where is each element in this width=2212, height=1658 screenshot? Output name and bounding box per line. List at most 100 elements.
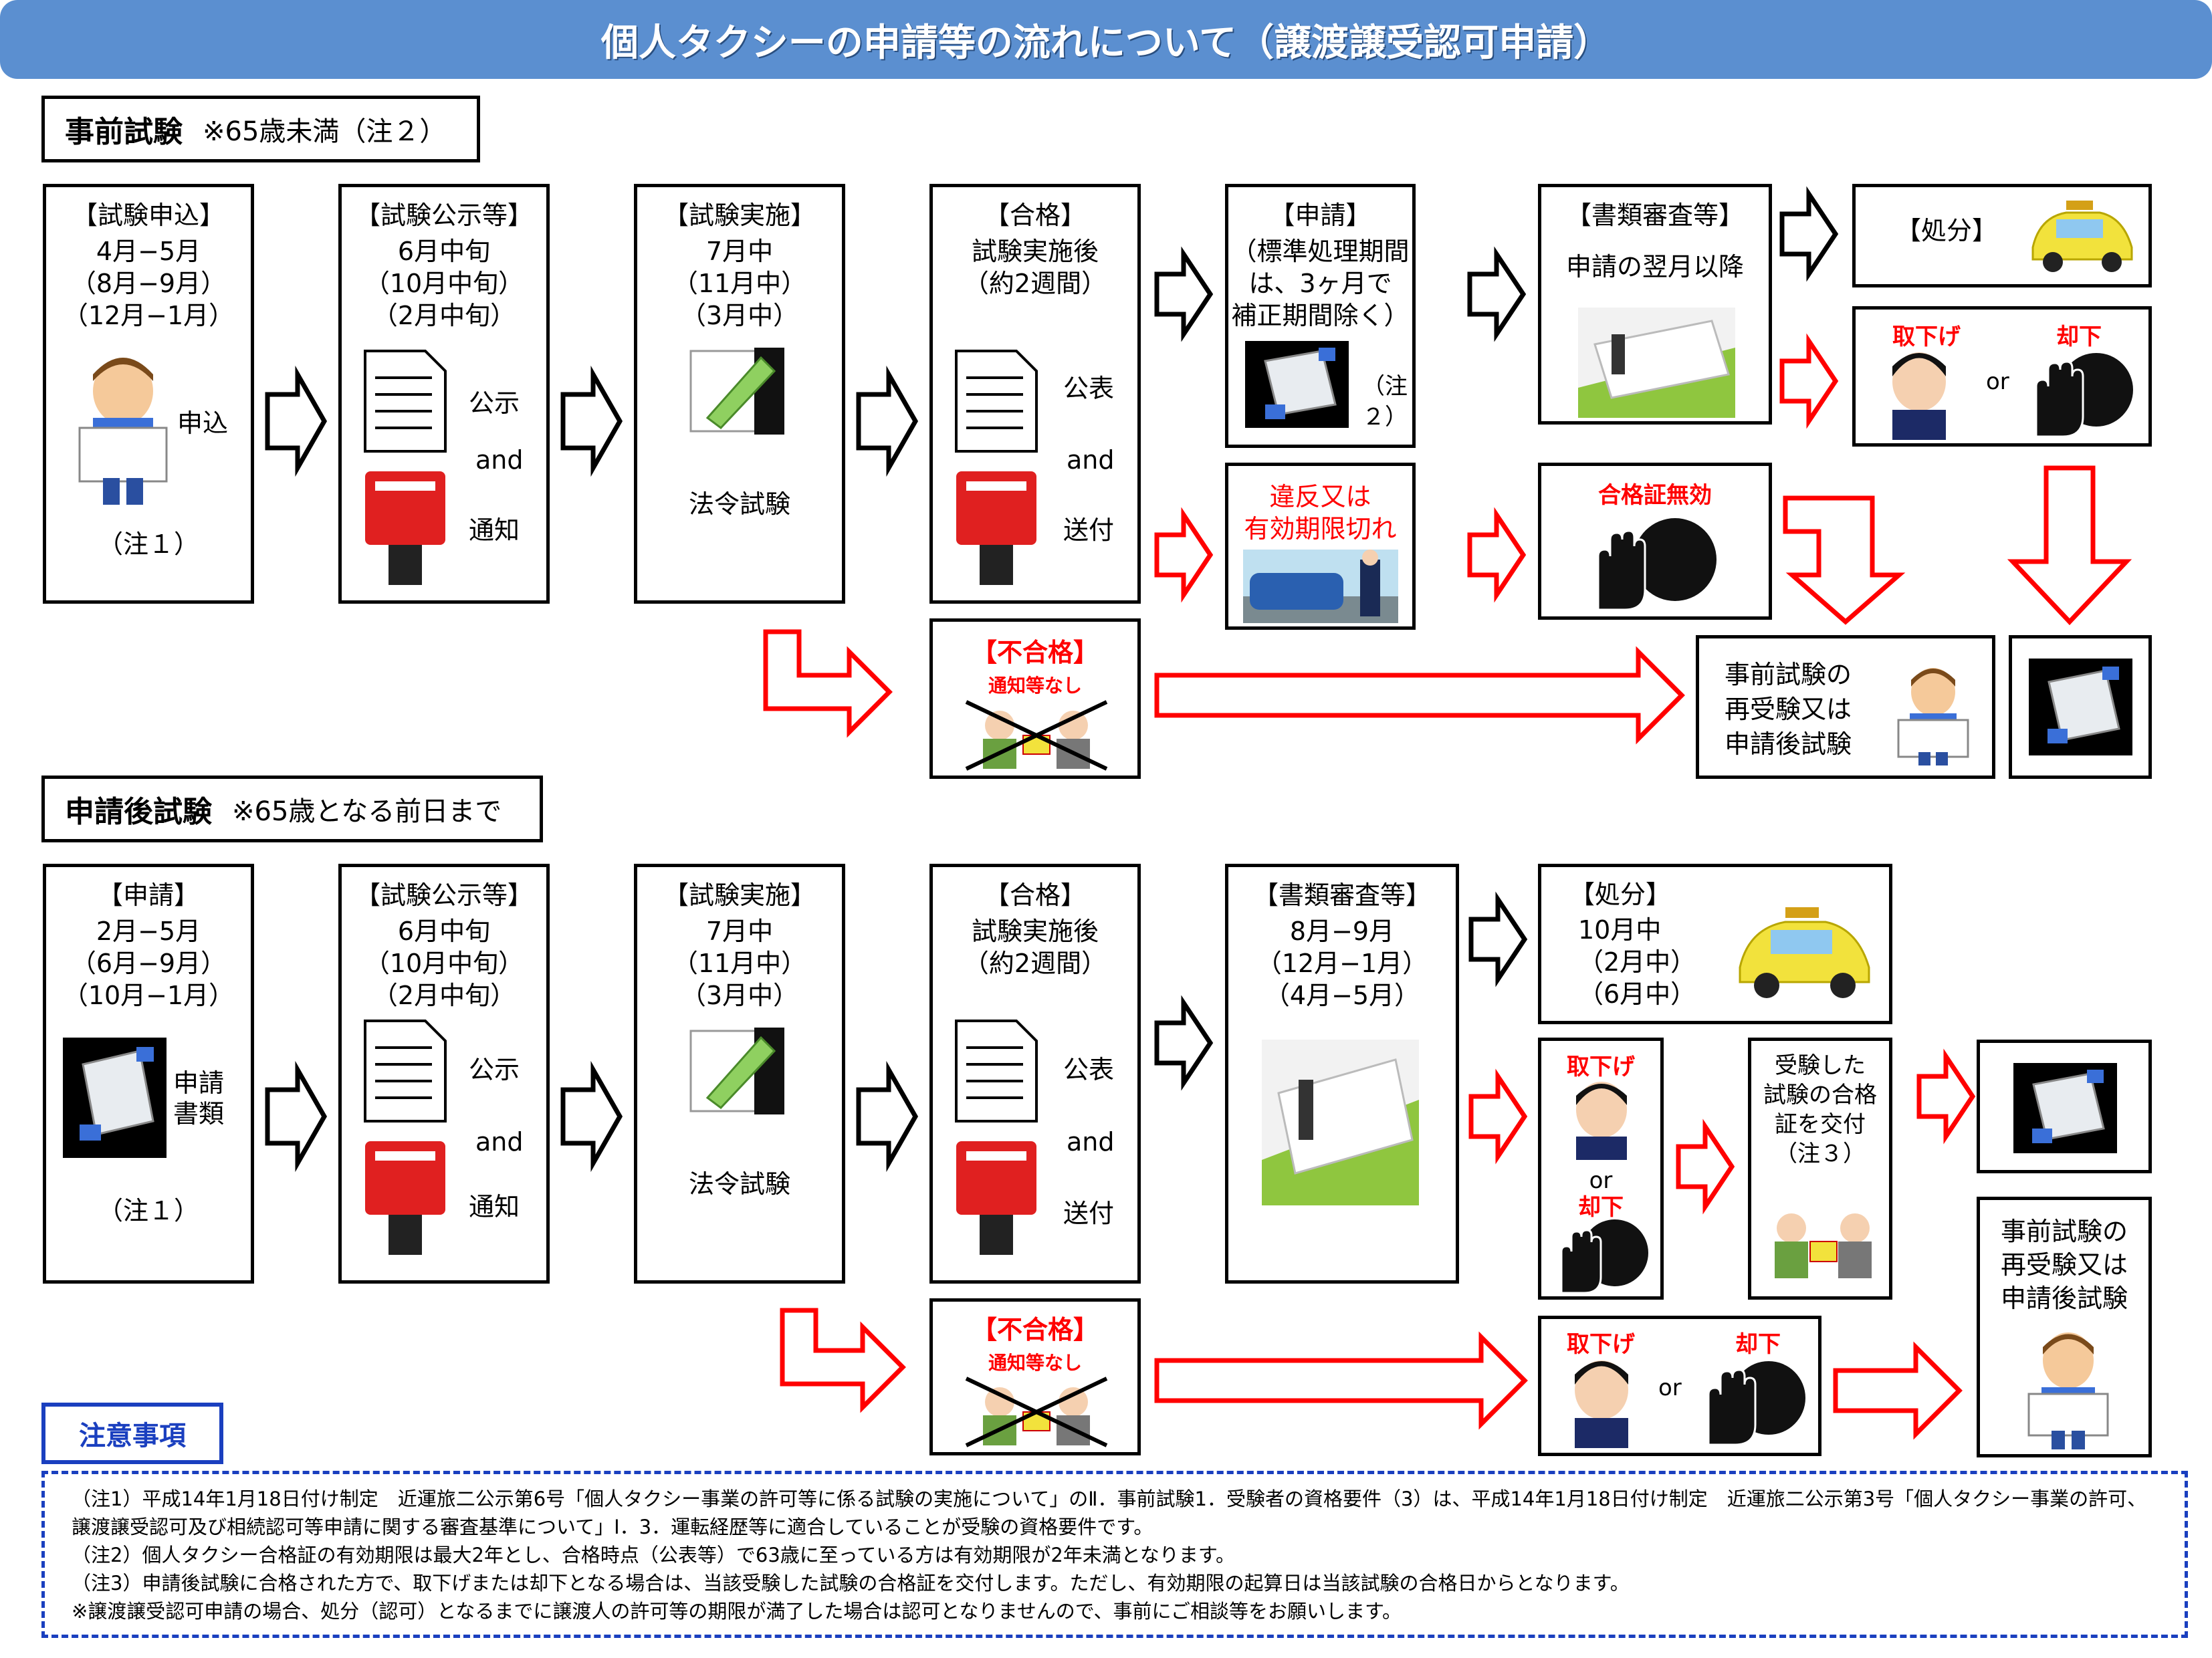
document-icon bbox=[955, 350, 1038, 453]
s1-box-pass-and: and bbox=[1067, 445, 1115, 475]
stop-hand-icon bbox=[1560, 1219, 1648, 1294]
arrow-right-icon bbox=[265, 1060, 328, 1173]
s1-box-exam-dates: 7月中 （11月中） （3月中） bbox=[672, 237, 807, 330]
arrow-right-icon bbox=[1467, 246, 1527, 342]
s2-box-notice-title: 【試験公示等】 bbox=[354, 880, 533, 910]
arrow-right-icon bbox=[265, 365, 328, 477]
s1-box-pass-dates: 試験実施後 （約2週間） bbox=[963, 237, 1107, 298]
red-arrow-right-icon bbox=[1154, 507, 1214, 603]
section2-header: 申請後試験 ※65歳となる前日まで bbox=[41, 776, 543, 842]
s1-box-withdraw-reject: 取下げ 却下 or bbox=[1852, 306, 2152, 447]
red-arrow-down-icon bbox=[2007, 465, 2132, 626]
apologizing-man-icon bbox=[1576, 1082, 1627, 1160]
s2-box-application: 【申請】 2月−5月 （6月−9月） （10月−1月） 申請 書類 （注１） bbox=[43, 864, 254, 1284]
arrow-right-icon bbox=[1779, 186, 1839, 282]
red-long-arrow-right-icon bbox=[1154, 646, 1685, 745]
s1-box-exam-title: 【試験実施】 bbox=[663, 201, 816, 230]
stop-hand-icon bbox=[1707, 1361, 1805, 1446]
s1-box-exam-caption: 法令試験 bbox=[688, 489, 790, 519]
s2-box-exam-caption: 法令試験 bbox=[688, 1169, 790, 1199]
s1-box-violation: 違反又は 有効期限切れ bbox=[1225, 463, 1416, 630]
s2-box-exam: 【試験実施】 7月中 （11月中） （3月中） 法令試験 bbox=[634, 864, 845, 1284]
s1-box-apply-dates: 4月−5月 （8月−9月） （12月−1月） bbox=[62, 237, 235, 330]
s2-box-form bbox=[1977, 1040, 2152, 1173]
arrow-right-icon bbox=[1154, 246, 1214, 342]
red-arrow-right-icon bbox=[1467, 507, 1527, 603]
red-arrow-right-icon bbox=[1833, 1341, 1963, 1440]
arrow-right-icon bbox=[856, 365, 919, 477]
s2-box-notice-and: and bbox=[475, 1127, 524, 1157]
arrow-right-icon bbox=[560, 365, 623, 477]
section1-note: ※65歳未満（注２） bbox=[203, 116, 447, 147]
s2-reject-bottom: 却下 bbox=[1578, 1194, 1624, 1221]
application-form-icon bbox=[2029, 659, 2132, 755]
s2-withdraw-or: or bbox=[1589, 1167, 1613, 1194]
s2-box-disposition-dates: 10月中 （2月中） （6月中） bbox=[1578, 915, 1696, 1009]
s1-box-application-title: 【申請】 bbox=[1269, 201, 1371, 230]
person-holding-paper-icon bbox=[78, 358, 168, 505]
application-form-icon bbox=[1245, 341, 1349, 428]
s1-box-application: 【申請】 （標準処理期間 は、3ヶ月で 補正期間除く） （注２） bbox=[1225, 184, 1416, 448]
police-stop-icon bbox=[1243, 550, 1398, 623]
s2-reject-right: 却下 bbox=[1735, 1331, 1781, 1358]
section1-header: 事前試験 ※65歳未満（注２） bbox=[41, 96, 480, 162]
stop-hand-icon bbox=[2035, 353, 2133, 438]
s2-box-pass-title: 【合格】 bbox=[984, 880, 1086, 910]
crossed-handover-icon bbox=[965, 700, 1108, 771]
s2-box-review: 【書類審査等】 8月−9月 （12月−1月） （4月−5月） bbox=[1225, 864, 1459, 1284]
arrow-right-icon bbox=[1468, 891, 1528, 987]
s2-certificate-text: 受験した 試験の合格 証を交付 （注３） bbox=[1763, 1052, 1877, 1167]
apologizing-man-icon bbox=[1892, 352, 1946, 440]
exam-paper-pencil-icon bbox=[689, 1028, 784, 1114]
document-stack-icon bbox=[1262, 1040, 1419, 1205]
s1-box-pass-side2: 送付 bbox=[1063, 515, 1115, 545]
arrow-right-icon bbox=[560, 1060, 623, 1173]
stop-hand-icon bbox=[1597, 518, 1717, 611]
s2-box-retake: 事前試験の 再受験又は 申請後試験 bbox=[1977, 1197, 2152, 1457]
section2-title: 申請後試験 bbox=[65, 795, 212, 829]
s1-violation-text: 違反又は 有効期限切れ bbox=[1244, 482, 1397, 544]
s1-arrows bbox=[265, 186, 2132, 745]
s1-box-notice: 【試験公示等】 6月中旬 （10月中旬） （2月中旬） 公示 and 通知 bbox=[338, 184, 550, 604]
document-icon bbox=[955, 1020, 1038, 1122]
s1-box-pass: 【合格】 試験実施後 （約2週間） 公表 and 送付 bbox=[929, 184, 1141, 604]
exam-paper-pencil-icon bbox=[689, 348, 784, 435]
s1-box-notice-title: 【試験公示等】 bbox=[354, 201, 533, 230]
s2-fail-sub: 通知等なし bbox=[988, 1352, 1082, 1374]
s1-box-pass-side1: 公表 bbox=[1063, 374, 1115, 403]
s1-box-review: 【書類審査等】 申請の翌月以降 bbox=[1538, 184, 1772, 425]
s1-box-apply-note: （注１） bbox=[97, 529, 199, 559]
note-3: （注3）申請後試験に合格された方で、取下げまたは却下となる場合は、当該受験した試… bbox=[72, 1572, 1630, 1594]
s1-box-apply-title: 【試験申込】 bbox=[72, 201, 225, 230]
s2-box-withdraw-reject-h: 取下げ 却下 or bbox=[1538, 1316, 1821, 1456]
s1-reject-label: 却下 bbox=[2056, 324, 2102, 350]
s1-box-disposition: 【処分】 bbox=[1852, 184, 2152, 287]
s1-box-notice-side2: 通知 bbox=[469, 515, 520, 545]
s2-box-pass-side2: 送付 bbox=[1063, 1199, 1115, 1228]
s2-box-pass-and: and bbox=[1067, 1127, 1115, 1157]
s2-box-review-dates: 8月−9月 （12月−1月） （4月−5月） bbox=[1256, 917, 1428, 1010]
s1-box-form bbox=[2009, 635, 2152, 779]
s2-box-review-title: 【書類審査等】 bbox=[1252, 880, 1431, 910]
application-form-icon bbox=[63, 1038, 167, 1158]
s2-box-exam-dates: 7月中 （11月中） （3月中） bbox=[672, 917, 807, 1010]
certificate-handover-icon bbox=[1775, 1213, 1872, 1278]
document-icon bbox=[364, 1020, 447, 1122]
s2-box-application-side: 申請 書類 bbox=[173, 1068, 225, 1129]
red-long-arrow-right-icon bbox=[1154, 1331, 1528, 1430]
s1-box-notice-and: and bbox=[475, 445, 524, 475]
s1-retake-text: 事前試験の 再受験又は 申請後試験 bbox=[1725, 660, 1852, 759]
s1-box-invalid: 合格証無効 bbox=[1538, 463, 1772, 620]
s2-box-pass: 【合格】 試験実施後 （約2週間） 公表 and 送付 bbox=[929, 864, 1141, 1284]
s2-box-disposition: 【処分】 10月中 （2月中） （6月中） bbox=[1538, 864, 1892, 1024]
section1-title: 事前試験 bbox=[65, 115, 183, 149]
s1-box-review-title: 【書類審査等】 bbox=[1565, 201, 1744, 230]
document-icon bbox=[364, 350, 447, 453]
s2-box-application-dates: 2月−5月 （6月−9月） （10月−1月） bbox=[62, 917, 235, 1010]
s1-box-pass-title: 【合格】 bbox=[984, 201, 1086, 230]
s2-box-certificate: 受験した 試験の合格 証を交付 （注３） bbox=[1748, 1038, 1892, 1300]
arrow-right-icon bbox=[1154, 995, 1214, 1091]
page-title-banner: 個人タクシーの申請等の流れについて（譲渡譲受認可申請） bbox=[0, 0, 2212, 79]
red-arrow-right-icon bbox=[1676, 1118, 1735, 1215]
